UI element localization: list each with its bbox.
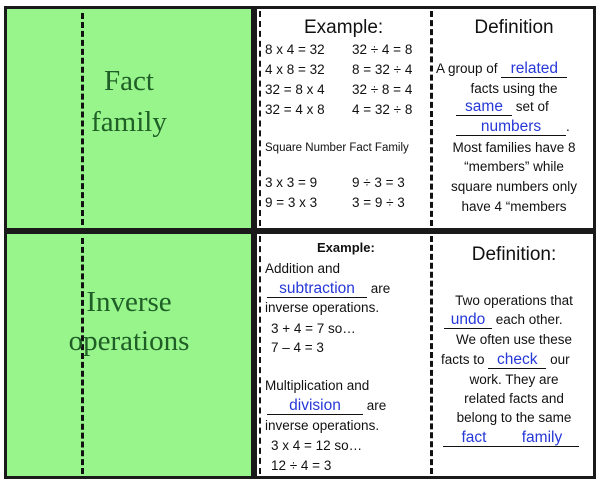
fact: 32 ÷ 8 = 4 [352,82,413,97]
term-card-fact-family: Fact family [4,6,254,231]
definition-heading: Definition [474,17,554,38]
text: our [550,352,570,367]
square-fact: 9 = 3 x 3 [265,195,318,210]
definition-line-6: “members” while [464,159,564,174]
example-heading: Example: [304,17,384,38]
inverse-operations-text: inverse operations. [265,418,380,433]
text: each other. [495,312,563,327]
square-fact: 9 ÷ 3 = 3 [352,175,405,190]
definition-line-8: have 4 “members [461,199,567,214]
fold-line [81,13,84,225]
fact: 4 x 8 = 32 [265,62,325,77]
fact: 8 x 4 = 32 [265,42,325,57]
inverse-operations-panel: Example: Addition and subtraction are in… [254,231,596,479]
fold-line [81,238,84,474]
definition-line-1: A group of related [436,59,568,79]
definition-line-5: work. They are [469,372,559,387]
text: facts to [441,352,485,367]
fact: 32 = 8 x 4 [265,82,325,97]
example-2: 7 – 4 = 3 [271,340,324,355]
text: . [566,119,570,134]
definition-line-3: same set of [456,97,549,117]
fill-fact: fact [443,430,505,447]
example-1: 3 + 4 = 7 so… [271,321,356,336]
definition-line-3: We often use these [455,332,573,347]
middle-fold-line [430,11,433,226]
square-fact: 3 = 9 ÷ 3 [352,195,405,210]
definition-heading: Definition: [471,244,557,265]
fill-division: division [267,398,363,415]
text: A group of [436,61,498,76]
fill-subtraction: subtraction [267,281,367,298]
term-fact: Fact [104,65,154,97]
fill-family: family [505,430,579,447]
fact: 32 = 4 x 8 [265,102,325,117]
text: are [366,398,387,413]
inverse-operations-text: inverse operations. [265,300,380,315]
definition-line-4: numbers. [456,117,570,137]
square-fact: 3 x 3 = 9 [265,175,318,190]
term-operations: operations [68,325,190,357]
example-heading: Example: [317,240,375,255]
definition-line-7: belong to the same [456,410,572,425]
fact: 32 ÷ 4 = 8 [352,42,413,57]
fill-check: check [488,352,547,369]
fact: 8 = 32 ÷ 4 [352,62,413,77]
term-card-inverse-operations: Inverse operations [4,231,254,479]
definition-line-7: square numbers only [450,179,578,194]
middle-fold-line [430,236,433,474]
fill-undo: undo [444,312,492,329]
multiplication-and: Multiplication and [265,378,370,393]
fact-family-panel: Example: 8 x 4 = 32 32 ÷ 4 = 8 4 x 8 = 3… [254,6,596,231]
left-cut-line [259,11,261,226]
division-line: division are [267,396,386,416]
fill-numbers: numbers [456,119,566,136]
square-fact-family-heading: Square Number Fact Family [265,142,409,154]
text: are [370,281,391,296]
definition-line-1: Two operations that [455,293,573,308]
fill-same: same [456,99,512,116]
definition-line-5: Most families have 8 [452,140,576,155]
fill-related: related [501,61,568,78]
addition-and: Addition and [265,261,341,276]
subtraction-line: subtraction are [267,279,390,299]
definition-line-6: related facts and [464,391,564,406]
text: set of [515,99,549,114]
term-inverse: Inverse [86,286,172,318]
example-3: 3 x 4 = 12 so… [271,438,363,453]
definition-line-2: undo each other. [444,310,563,330]
example-4: 12 ÷ 4 = 3 [271,458,332,473]
fact: 4 = 32 ÷ 8 [352,102,413,117]
definition-line-2: facts using the [470,81,558,96]
term-family: family [91,106,167,138]
left-cut-line [259,236,261,474]
definition-line-4: facts to check our [441,350,570,370]
